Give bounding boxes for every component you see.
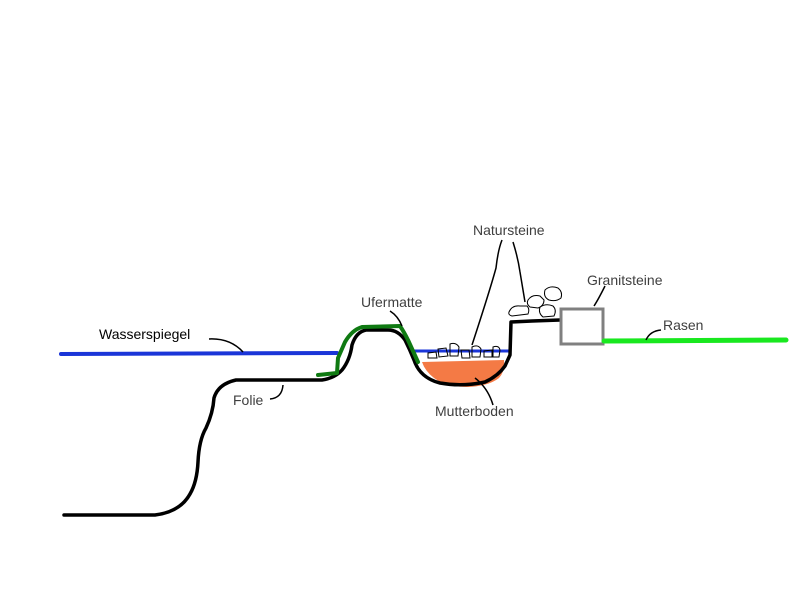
label-natursteine: Natursteine: [473, 222, 545, 238]
granitsteine-block: [559, 307, 605, 346]
label-folie: Folie: [233, 392, 264, 408]
label-mutterboden: Mutterboden: [435, 403, 514, 419]
label-granitsteine: Granitsteine: [587, 272, 663, 288]
folie-line: [62, 318, 562, 517]
leader-mutterboden: [474, 377, 494, 406]
leader-ufermatte: [389, 310, 403, 327]
ufermatte-line: [316, 324, 420, 377]
leader-folie: [269, 384, 284, 400]
label-wasserspiegel: Wasserspiegel: [99, 326, 190, 342]
mutterboden-fill: [422, 360, 505, 387]
label-rasen: Rasen: [663, 317, 703, 333]
leader-rasen: [645, 329, 662, 341]
natursteine-stones: [508, 286, 563, 318]
natursteine-pebbles: [427, 342, 501, 359]
label-ufermatte: Ufermatte: [361, 294, 423, 310]
leader-lines: [208, 239, 662, 406]
rasen-line: [601, 337, 789, 344]
leader-granitsteine: [593, 285, 606, 307]
leader-natursteine-left: [471, 239, 503, 346]
leader-natursteine-right: [512, 241, 526, 303]
leader-wasserspiegel: [208, 338, 244, 353]
wasserspiegel-line: [59, 351, 339, 356]
